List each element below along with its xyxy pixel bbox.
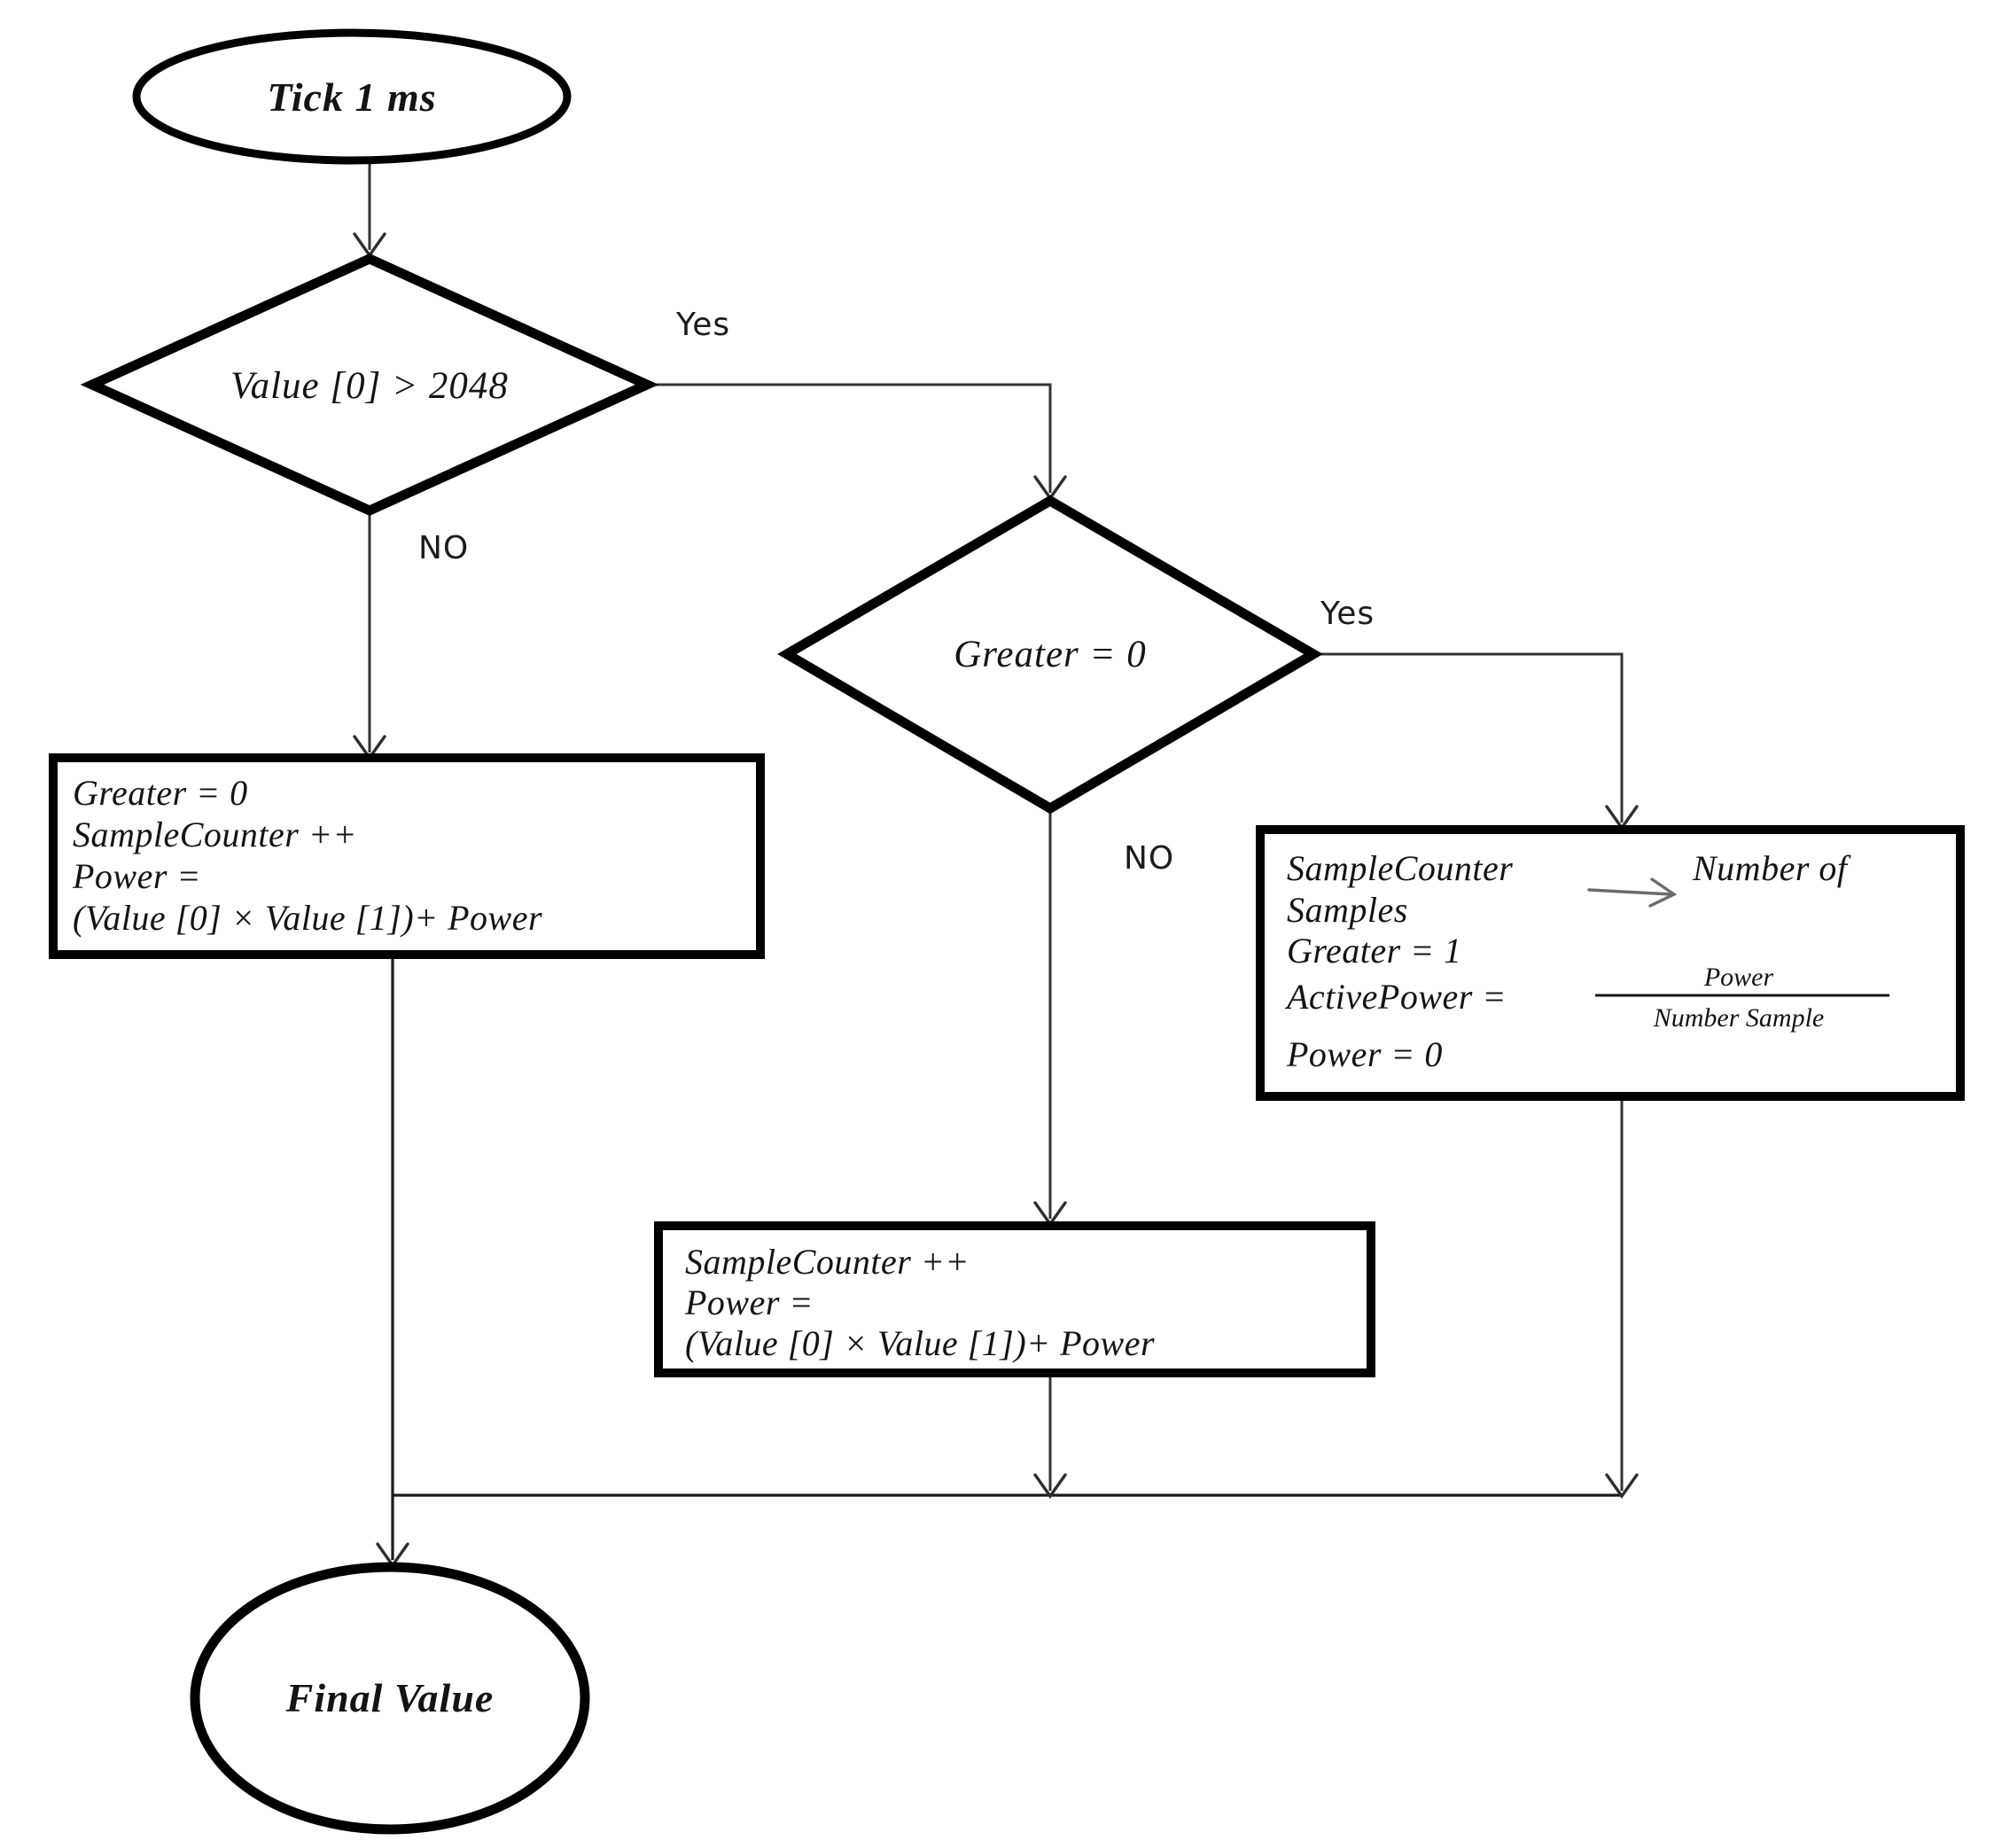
edge-label-value-yes: Yes <box>675 307 730 343</box>
edge-value-yes <box>647 383 1052 493</box>
decision-greater-label: Greater = 0 <box>954 634 1147 675</box>
start-terminator <box>132 28 572 165</box>
decision-value-label: Value [0] > 2048 <box>230 365 509 407</box>
edge-label-greater-yes: Yes <box>1320 596 1375 632</box>
process-sample-line-2: Power = <box>684 1283 814 1322</box>
assign-target-text-1: Number of <box>1692 848 1851 888</box>
end-terminator-label: Final Value <box>285 1675 495 1720</box>
right-arrow-icon-head <box>1648 877 1678 908</box>
power-reset-text: Power = 0 <box>1286 1034 1443 1074</box>
assign-target-text-2: Samples <box>1287 890 1408 930</box>
process-no-branch-box <box>49 753 765 959</box>
active-power-lhs-text: ActivePower = <box>1284 977 1507 1017</box>
process-no-branch-line-2: SampleCounter ++ <box>73 815 357 854</box>
fraction-denominator-text: Number Sample <box>1653 1003 1824 1033</box>
fraction-numerator-text: Power <box>1703 963 1774 992</box>
start-terminator-label: Tick 1 ms <box>267 74 436 120</box>
decision-greater-diamond <box>777 495 1323 815</box>
right-arrow-icon <box>1587 888 1673 896</box>
arrowhead-sample-to-merge <box>1033 1473 1067 1499</box>
process-no-branch-line-1: Greater = 0 <box>73 773 248 813</box>
greater-assign-text: Greater = 1 <box>1287 931 1462 971</box>
process-no-branch-line-3: Power = <box>72 856 201 896</box>
assign-source-text: SampleCounter <box>1287 848 1513 888</box>
end-terminator <box>190 1562 590 1835</box>
edge-greater-yes <box>1313 652 1624 823</box>
arrowhead-yes-branch-to-merge <box>1605 1473 1639 1499</box>
process-sample-box <box>654 1221 1375 1377</box>
decision-value-diamond <box>80 253 659 517</box>
process-yes-branch-box <box>1256 825 1965 1101</box>
process-no-branch-line-4: (Value [0] × Value [1])+ Power <box>73 898 542 938</box>
edge-label-greater-no: NO <box>1124 840 1174 877</box>
edge-label-value-no: NO <box>418 530 469 566</box>
process-sample-line-3: (Value [0] × Value [1])+ Power <box>685 1323 1155 1363</box>
process-sample-line-1: SampleCounter ++ <box>685 1242 970 1282</box>
